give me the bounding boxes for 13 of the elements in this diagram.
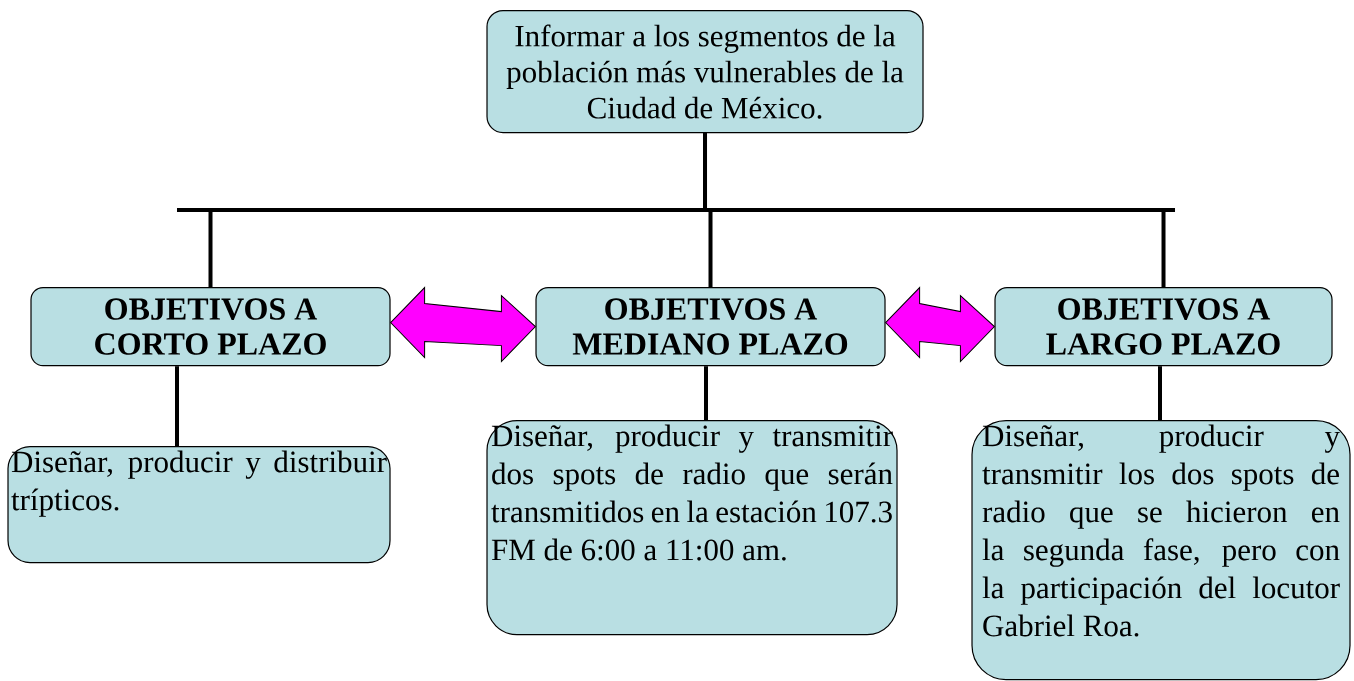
double-arrow (390, 287, 536, 363)
connector-line (703, 133, 1177, 287)
connector-line (704, 366, 708, 420)
objective-box: OBJETIVOS A MEDIANO PLAZO (535, 287, 886, 367)
goal-box: Informar a los segmentos de la población más vulnerables de la Ciudad de México. (486, 10, 924, 134)
description-box: Diseñar, producir y transmitir dos spots de radio que serán transmitidos en la estación 107.3 FM de 6:00 a 11:00 am. (486, 420, 898, 636)
description-box: Diseñar, producir y transmitir los dos spots de radio que se hicieron en la segunda fase, pero con la participación del locutor Gabriel Roa. (971, 420, 1351, 681)
connector-line (175, 366, 179, 446)
double-arrow (885, 287, 995, 363)
objective-box: OBJETIVOS A CORTO PLAZO (30, 287, 391, 367)
description-box: Diseñar, producir y distribuir trípticos. (7, 446, 391, 564)
connector-line (1158, 366, 1162, 420)
objective-box: OBJETIVOS A LARGO PLAZO (994, 287, 1333, 367)
